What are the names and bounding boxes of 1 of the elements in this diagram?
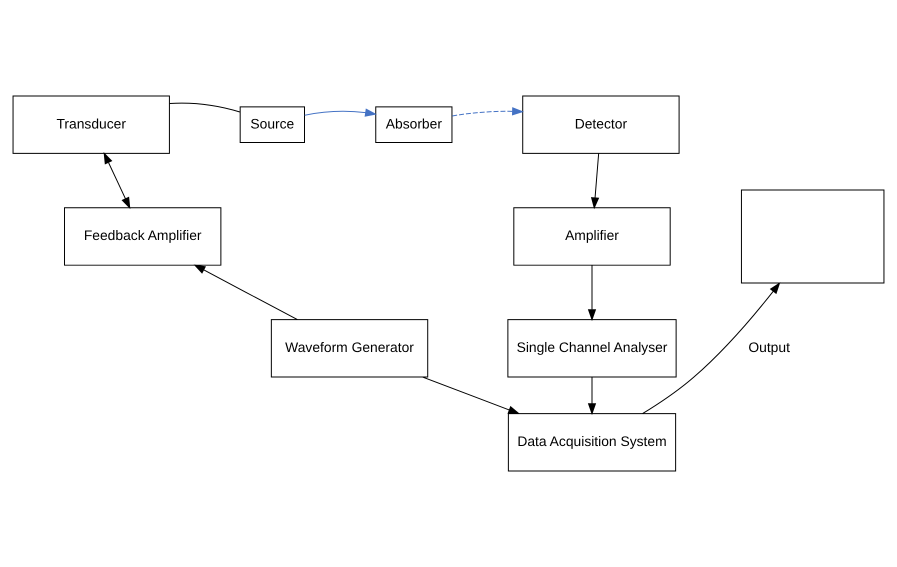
edge-label: Output	[748, 338, 790, 355]
